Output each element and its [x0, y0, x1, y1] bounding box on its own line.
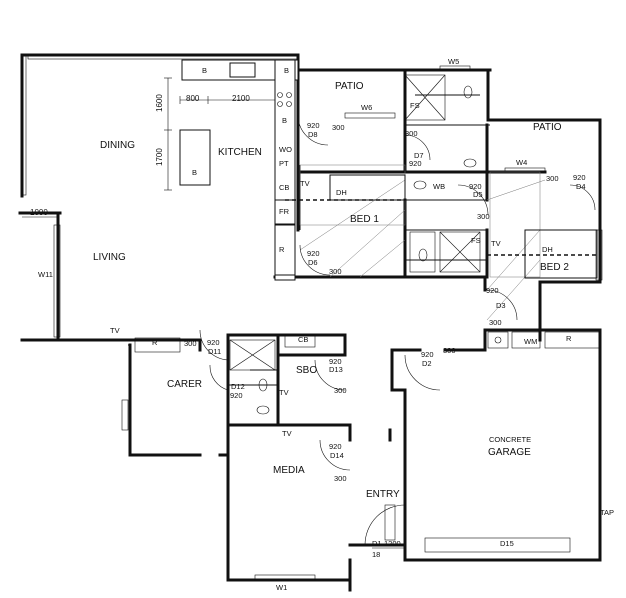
label-d3: D3: [496, 301, 506, 310]
label-w4: W4: [516, 158, 527, 167]
label-d13-300: 300: [334, 386, 347, 395]
kitchen-benches: [179, 59, 299, 281]
label-media: MEDIA: [273, 465, 305, 476]
label-w6: W6: [361, 103, 372, 112]
label-patio-top: PATIO: [335, 81, 364, 92]
dim-1700: 1700: [155, 148, 164, 166]
label-dining: DINING: [100, 140, 135, 151]
label-d12-920: 920: [230, 391, 243, 400]
dim-1200: 1200: [384, 539, 401, 548]
label-d11-300: 300: [184, 339, 197, 348]
label-w11: W11: [38, 270, 53, 279]
label-wo: WO: [279, 145, 292, 154]
label-d7-920: 920: [409, 159, 422, 168]
dim-1600: 1600: [155, 94, 164, 112]
label-kitchen: KITCHEN: [218, 147, 262, 158]
dim-800: 800: [186, 94, 200, 103]
label-w5: W5: [448, 57, 459, 66]
label-b-right: B: [282, 116, 287, 125]
label-wm: WM: [524, 337, 537, 346]
label-fr: FR: [279, 207, 290, 216]
label-d1: D1: [372, 539, 382, 548]
label-d14-920: 920: [329, 442, 342, 451]
label-d6: D6: [308, 258, 318, 267]
label-dh-bed1: DH: [336, 188, 347, 197]
label-bed1: BED 1: [350, 214, 379, 225]
label-b-island: B: [192, 168, 197, 177]
label-bed2: BED 2: [540, 262, 569, 273]
label-cb-sbo: CB: [298, 335, 308, 344]
dim-1000: 1000: [30, 208, 48, 217]
label-d2-920: 920: [421, 350, 434, 359]
label-fs-bath: FS: [471, 236, 481, 245]
label-d5-300: 300: [477, 212, 490, 221]
label-d3-300: 300: [489, 318, 502, 327]
door-swings: [129, 114, 596, 546]
label-living: LIVING: [93, 252, 126, 263]
label-d4-300: 300: [546, 174, 559, 183]
label-b-top: B: [202, 66, 207, 75]
dimension-text: 800 2100 1600 1700 1000 1200 18: [30, 94, 401, 559]
label-d7-300: 300: [405, 129, 418, 138]
label-d6-300: 300: [329, 267, 342, 276]
label-d13-920: 920: [329, 357, 342, 366]
label-r-kitchen: R: [279, 245, 285, 254]
exterior-walls: [18, 53, 602, 592]
dh-boxes: [329, 174, 598, 279]
label-d14-300: 300: [334, 474, 347, 483]
label-d14: D14: [330, 451, 344, 460]
window-labels: W1 W4 W5 W6 W11: [38, 57, 527, 592]
label-d5-920: 920: [469, 182, 482, 191]
label-garage: GARAGE: [488, 447, 531, 458]
bathroom-fixtures: [134, 74, 601, 415]
label-d15: D15: [500, 539, 514, 548]
label-tv-sbo: TV: [279, 388, 289, 397]
label-d2: D2: [422, 359, 432, 368]
label-d5: D5: [473, 190, 483, 199]
label-d2-300: 300: [443, 346, 456, 355]
dim-2100: 2100: [232, 94, 250, 103]
label-r-carer: R: [152, 338, 158, 347]
fixture-labels: B B B B WO PT CB FR R TV DH FS WB FS TV …: [110, 66, 614, 517]
label-tv-kitchen: TV: [300, 179, 310, 188]
label-d4-920: 920: [573, 173, 586, 182]
label-fs-ensuite: FS: [410, 101, 420, 110]
window-strips: [21, 54, 603, 582]
label-wb-ensuite: WB: [433, 182, 445, 191]
label-d12: D12: [231, 382, 245, 391]
label-d8: D8: [308, 130, 318, 139]
label-d11-920: 920: [207, 338, 220, 347]
label-d4: D4: [576, 182, 586, 191]
dimension-lines: [22, 77, 405, 549]
label-w1: W1: [276, 583, 287, 592]
label-cb-kitchen: CB: [279, 183, 289, 192]
label-carer: CARER: [167, 379, 202, 390]
label-d8-920: 920: [307, 121, 320, 130]
label-tap: TAP: [600, 508, 614, 517]
label-d8-300: 300: [332, 123, 345, 132]
label-tv-media: TV: [282, 429, 292, 438]
label-d3-920: 920: [486, 286, 499, 295]
room-labels: DINING KITCHEN LIVING PATIO PATIO BED 1 …: [93, 81, 569, 500]
label-tv-living: TV: [110, 326, 120, 335]
label-tv-bed2: TV: [491, 239, 501, 248]
label-dh-bed2: DH: [542, 245, 553, 254]
label-b-corner: B: [284, 66, 289, 75]
label-d7: D7: [414, 151, 424, 160]
label-garage-concrete: CONCRETE: [489, 435, 531, 444]
label-entry: ENTRY: [366, 489, 400, 500]
label-d13: D13: [329, 365, 343, 374]
door-labels: 920 D8 300 D7 920 300 920 D5 300 920 D4 …: [184, 121, 586, 548]
label-sbo: SBO: [296, 365, 317, 376]
label-d11: D11: [208, 347, 221, 356]
label-pt: PT: [279, 159, 289, 168]
dim-18: 18: [372, 550, 380, 559]
label-r-laundry: R: [566, 334, 572, 343]
label-d6-920: 920: [307, 249, 320, 258]
label-patio-right: PATIO: [533, 122, 562, 133]
